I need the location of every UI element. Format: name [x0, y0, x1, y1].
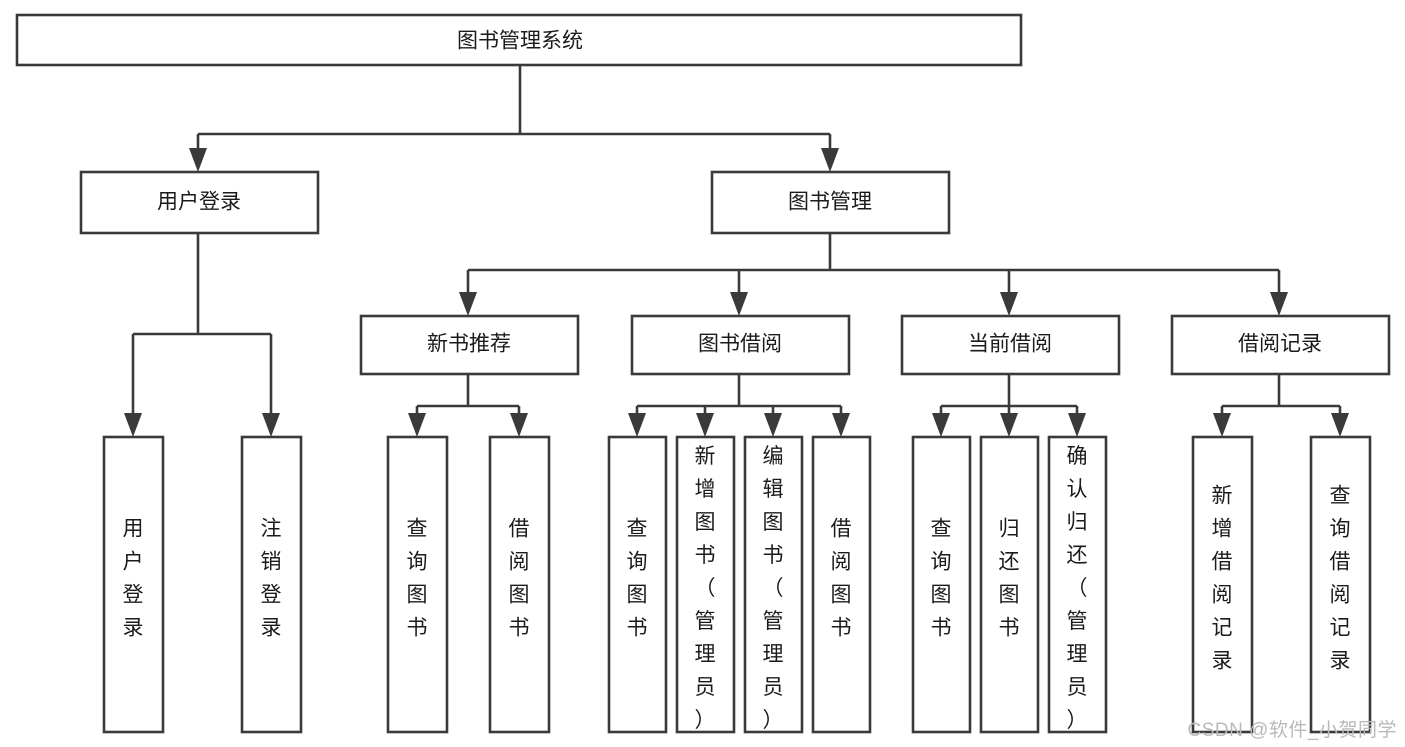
arrow-head-leaf-return-book [1000, 413, 1018, 437]
leaf-add-book-admin-label: 新增图书（管理员） [695, 445, 716, 732]
leaf-logout-box [240, 435, 303, 734]
connectors-group [124, 65, 1349, 437]
node-root-system-label: 图书管理系统 [457, 30, 583, 53]
leaf-edit-book-admin[interactable]: 编辑图书（管理员） [743, 435, 804, 734]
node-user-login-box [79, 170, 320, 235]
leaf-query-book-borrow-label: 查询图书 [627, 518, 648, 640]
arrow-head-leaf-borrow-book-2 [832, 413, 850, 437]
leaf-user-login[interactable]: 用户登录 [102, 435, 165, 734]
node-current-borrow[interactable]: 当前借阅 [900, 314, 1121, 376]
arrow-head-leaf-query-book-1 [408, 413, 426, 437]
leaf-add-book-admin[interactable]: 新增图书（管理员） [675, 435, 736, 734]
arrow-head-leaf-logout [262, 413, 280, 437]
leaf-query-book-newbook[interactable]: 查询图书 [386, 435, 449, 734]
leaf-user-login-box [102, 435, 165, 734]
leaf-add-borrow-record-label: 新增借阅记录 [1212, 485, 1233, 673]
node-book-manage-label: 图书管理 [788, 191, 872, 214]
arrow-head-book-manage [821, 148, 839, 172]
node-root-system-box [15, 13, 1023, 67]
leaf-add-borrow-record[interactable]: 新增借阅记录 [1191, 435, 1254, 734]
node-new-book-recommend[interactable]: 新书推荐 [359, 314, 580, 376]
node-book-manage[interactable]: 图书管理 [710, 170, 951, 235]
arrow-head-leaf-add-record [1213, 413, 1231, 437]
node-current-borrow-label: 当前借阅 [968, 333, 1052, 356]
leaf-borrow-book-newbook-label: 借阅图书 [509, 518, 530, 640]
arrow-head-book-borrow [730, 292, 748, 316]
leaf-borrow-book-newbook-box [488, 435, 551, 734]
node-user-login-label: 用户登录 [157, 191, 241, 214]
arrow-head-leaf-add-book [696, 413, 714, 437]
node-borrow-record[interactable]: 借阅记录 [1170, 314, 1391, 376]
arrow-head-leaf-edit-book [764, 413, 782, 437]
leaf-add-book-admin-box [675, 435, 736, 734]
arrow-head-leaf-borrow-book-1 [510, 413, 528, 437]
node-root-system[interactable]: 图书管理系统 [15, 13, 1023, 67]
leaf-edit-book-admin-box [743, 435, 804, 734]
leaf-logout-label: 注销登录 [261, 518, 282, 640]
leaf-confirm-return-admin-box [1047, 435, 1108, 734]
leaf-query-book-borrow[interactable]: 查询图书 [607, 435, 668, 734]
arrow-head-leaf-query-record [1331, 413, 1349, 437]
arrow-head-current-borrow [1000, 292, 1018, 316]
leaf-confirm-return-admin-label: 确认归还（管理员） [1067, 445, 1088, 732]
arrow-head-leaf-query-book-3 [932, 413, 950, 437]
leaf-query-book-newbook-label: 查询图书 [407, 518, 428, 640]
node-current-borrow-box [900, 314, 1121, 376]
node-new-book-recommend-label: 新书推荐 [427, 333, 511, 356]
leaf-query-borrow-record[interactable]: 查询借阅记录 [1309, 435, 1372, 734]
leaf-edit-book-admin-label: 编辑图书（管理员） [763, 445, 784, 732]
node-book-borrow-box [630, 314, 851, 376]
leaf-query-borrow-record-label: 查询借阅记录 [1330, 485, 1351, 673]
node-borrow-record-box [1170, 314, 1391, 376]
arrow-head-leaf-query-book-2 [628, 413, 646, 437]
leaf-query-book-current[interactable]: 查询图书 [911, 435, 972, 734]
node-borrow-record-label: 借阅记录 [1238, 333, 1322, 356]
leaf-borrow-book-borrow-label: 借阅图书 [831, 518, 852, 640]
leaf-query-book-borrow-box [607, 435, 668, 734]
node-user-login[interactable]: 用户登录 [79, 170, 320, 235]
leaf-return-book-label: 归还图书 [999, 518, 1020, 640]
leaf-return-book-box [979, 435, 1040, 734]
arrow-head-leaf-confirm-return [1068, 413, 1086, 437]
node-book-borrow-label: 图书借阅 [698, 333, 782, 356]
leaf-query-book-newbook-box [386, 435, 449, 734]
arrow-head-new-book [459, 292, 477, 316]
leaf-query-book-current-label: 查询图书 [931, 518, 952, 640]
node-book-manage-box [710, 170, 951, 235]
leaf-add-borrow-record-box [1191, 435, 1254, 734]
node-book-borrow[interactable]: 图书借阅 [630, 314, 851, 376]
leaf-logout[interactable]: 注销登录 [240, 435, 303, 734]
leaf-query-book-current-box [911, 435, 972, 734]
leaf-user-login-label: 用户登录 [123, 518, 144, 640]
leaf-borrow-book-borrow-box [811, 435, 872, 734]
node-new-book-recommend-box [359, 314, 580, 376]
leaf-borrow-book-newbook[interactable]: 借阅图书 [488, 435, 551, 734]
leaf-return-book[interactable]: 归还图书 [979, 435, 1040, 734]
leaf-query-borrow-record-box [1309, 435, 1372, 734]
arrow-head-user-login [189, 148, 207, 172]
arrow-head-borrow-record [1270, 292, 1288, 316]
leaf-confirm-return-admin[interactable]: 确认归还（管理员） [1047, 435, 1108, 734]
csdn-watermark: CSDN @软件_小贺同学 [1187, 720, 1397, 741]
leaf-borrow-book-borrow[interactable]: 借阅图书 [811, 435, 872, 734]
arrow-head-leaf-user-login [124, 413, 142, 437]
